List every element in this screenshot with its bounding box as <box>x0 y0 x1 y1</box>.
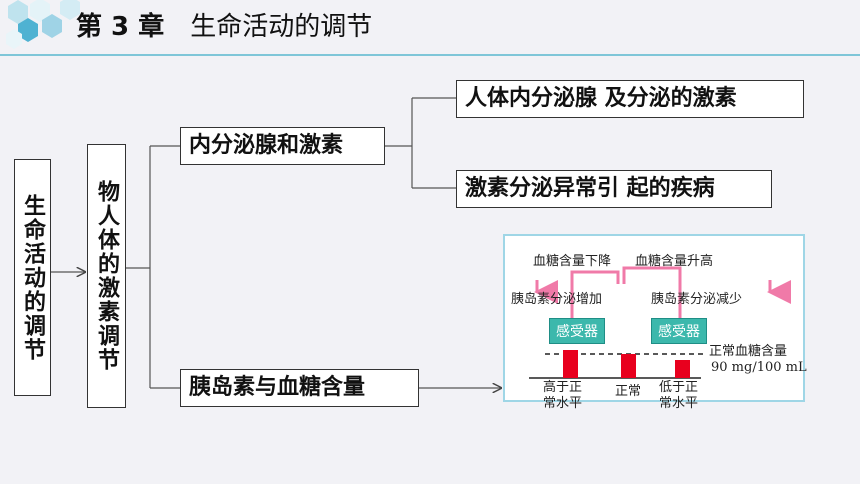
blood-sugar-figure: 血糖含量下降 血糖含量升高 胰岛素分泌增加 胰岛素分泌减少 感受器 感受器 正常… <box>503 234 807 411</box>
chapter-number: 第 3 章 <box>76 12 165 42</box>
endocrine-glands-box: 内分泌腺和激素 <box>180 127 385 165</box>
normal-level-label: 正常血糖含量 <box>709 344 788 359</box>
label-decrease: 血糖含量下降 <box>533 254 612 269</box>
root-box: 生命活动的调节 <box>14 159 51 396</box>
bar-low-label: 低于正常水平 <box>659 380 699 411</box>
chapter-title: 生命活动的调节 <box>190 12 373 42</box>
hormone-disorders-box: 激素分泌异常引 起的疾病 <box>456 170 772 208</box>
receptor-right: 感受器 <box>651 318 707 344</box>
bar-high-label: 高于正常水平 <box>543 380 583 411</box>
normal-level-value: 90 mg/100 mL <box>711 360 807 375</box>
endocrine-glands-hormones-box: 人体内分泌腺 及分泌的激素 <box>456 80 804 118</box>
receptor-left: 感受器 <box>549 318 605 344</box>
bar-high <box>563 350 578 378</box>
header-rule <box>0 54 860 56</box>
insulin-decrease-label: 胰岛素分泌减少 <box>651 292 743 307</box>
bar-normal <box>621 354 636 378</box>
label-increase: 血糖含量升高 <box>635 254 714 269</box>
bar-low <box>675 360 690 378</box>
insulin-increase-label: 胰岛素分泌增加 <box>511 292 603 307</box>
bar-normal-label: 正常 <box>615 384 642 399</box>
insulin-blood-sugar-box: 胰岛素与血糖含量 <box>180 369 419 407</box>
hexagon-decoration-icon <box>6 0 80 49</box>
hormone-regulation-box: 物人体的激素调节 <box>87 144 126 408</box>
page-title: 第 3 章生命活动的调节 <box>76 10 372 44</box>
